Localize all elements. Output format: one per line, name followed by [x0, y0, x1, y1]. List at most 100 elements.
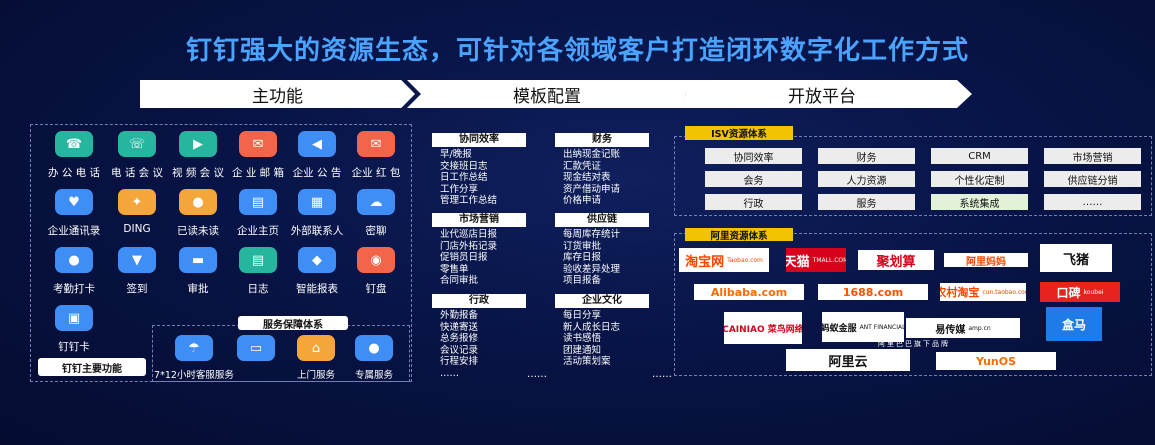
module-item[interactable]: 团建通知 — [563, 344, 602, 356]
module-item[interactable]: 订货审批 — [563, 240, 602, 252]
feature-video-call[interactable]: ▶ — [179, 131, 217, 157]
brand-logo[interactable]: 盒马 — [1046, 307, 1102, 341]
isv-cell[interactable]: 服务 — [818, 194, 915, 210]
module-item[interactable]: 行程安排 — [440, 356, 479, 367]
feature-checkin[interactable]: ▼ — [118, 247, 156, 273]
module-item[interactable]: 促销员日报 — [440, 252, 488, 263]
module-item[interactable]: 项目报备 — [563, 275, 602, 286]
brand-logo[interactable]: 1688.com — [818, 284, 928, 300]
module-item[interactable]: 活动策划案 — [563, 356, 611, 367]
module-item[interactable]: 快递寄送 — [440, 321, 479, 333]
module-item[interactable]: 管理工作总结 — [440, 195, 498, 206]
brand-logo[interactable]: YunOS — [936, 352, 1056, 370]
module-item[interactable]: 每日分享 — [563, 310, 602, 321]
feature-conference-call[interactable]: ☏ — [118, 131, 156, 157]
feature-homepage[interactable]: ▤ — [239, 189, 277, 215]
template-module[interactable]: 供应链每周库存统计订货审批库存日报验收差异处理项目报备 — [555, 213, 649, 287]
isv-cell[interactable]: 个性化定制 — [931, 171, 1028, 187]
tab-open-platform[interactable]: 开放平台 — [672, 80, 972, 108]
feature-ding-disk[interactable]: ◉ — [357, 247, 395, 273]
feature-contacts[interactable]: ♥ — [55, 189, 93, 215]
isv-cell[interactable]: 行政 — [705, 194, 802, 210]
brand-logo[interactable]: 阿里妈妈 — [944, 253, 1028, 267]
customer-service-icon: ☂ — [188, 340, 200, 356]
feature-attendance[interactable]: ● — [55, 247, 93, 273]
brand-logo[interactable]: 聚划算 — [858, 250, 934, 270]
module-item[interactable]: 合同审批 — [440, 275, 479, 286]
module-item[interactable]: 价格申请 — [563, 195, 602, 206]
module-item[interactable]: 总务报修 — [440, 333, 479, 344]
template-module[interactable]: 行政外勤报备快递寄送总务报修会议记录行程安排…… — [432, 294, 526, 379]
isv-cell[interactable]: 财务 — [818, 148, 915, 164]
module-item[interactable]: 交接班日志 — [440, 160, 488, 172]
module-item[interactable]: 工作分享 — [440, 183, 479, 195]
template-module[interactable]: 财务出纳现金记账汇款凭证现金结对表资产借动申请价格申请 — [555, 133, 649, 207]
feature-secret-chat[interactable]: ☁ — [357, 189, 395, 215]
brand-name: 盒马 — [1061, 317, 1086, 332]
service-label: 专属服务 — [354, 370, 393, 381]
brand-logo[interactable]: 飞猪 — [1040, 244, 1112, 272]
isv-cell[interactable]: 供应链分销 — [1044, 171, 1141, 187]
feature-label: 签到 — [126, 283, 148, 295]
brand-logo[interactable]: 阿里云 — [786, 349, 910, 371]
feature-mail[interactable]: ✉ — [239, 131, 277, 157]
tab-template-config[interactable]: 模板配置 — [407, 80, 687, 108]
template-module[interactable]: 市场营销业代巡店日报门店外拓记录促销员日报零售单合同审批 — [432, 213, 526, 287]
module-item[interactable]: 验收差异处理 — [563, 263, 621, 275]
service-dedicated-service[interactable]: ● — [355, 335, 393, 361]
brand-name: 天猫 — [786, 254, 810, 270]
module-item[interactable]: 资产借动申请 — [563, 183, 621, 195]
service-screen-service[interactable]: ▭ — [237, 335, 275, 361]
module-item[interactable]: 早/晚报 — [440, 149, 472, 160]
feature-log[interactable]: ▤ — [239, 247, 277, 273]
feature-label: 审批 — [187, 283, 209, 295]
module-item[interactable]: 新人成长日志 — [563, 321, 621, 333]
service-home-service[interactable]: ⌂ — [297, 335, 335, 361]
service-customer-service[interactable]: ☂ — [175, 335, 213, 361]
template-module[interactable]: 企业文化每日分享新人成长日志读书感悟团建通知活动策划案 — [555, 294, 649, 368]
feature-approval[interactable]: ▬ — [179, 247, 217, 273]
feature-announcement[interactable]: ◀ — [298, 131, 336, 157]
template-module[interactable]: 协同效率早/晚报交接班日志日工作总结工作分享管理工作总结 — [432, 133, 526, 207]
brand-logo[interactable]: CAINIAO 菜鸟网络 — [724, 312, 802, 344]
module-item[interactable]: 每周库存统计 — [563, 229, 621, 240]
isv-cell[interactable]: 市场营销 — [1044, 148, 1141, 164]
isv-cell[interactable]: 人力资源 — [818, 171, 915, 187]
tab-main-function[interactable]: 主功能 — [140, 80, 415, 108]
module-item[interactable]: 现金结对表 — [563, 172, 611, 183]
module-title: 行政 — [432, 294, 526, 308]
feature-phone[interactable]: ☎ — [55, 131, 93, 157]
feature-red-packet[interactable]: ✉ — [357, 131, 395, 157]
isv-cell[interactable]: 会务 — [705, 171, 802, 187]
module-item[interactable]: 零售单 — [440, 263, 469, 275]
module-item[interactable]: 读书感悟 — [563, 333, 602, 344]
feature-external-contact[interactable]: ▦ — [298, 189, 336, 215]
module-item[interactable]: …… — [440, 367, 459, 379]
module-item[interactable]: 会议记录 — [440, 344, 479, 356]
module-item[interactable]: 汇款凭证 — [563, 160, 602, 172]
brand-name: 阿里云 — [828, 354, 868, 370]
module-item[interactable]: 日工作总结 — [440, 172, 488, 183]
isv-cell[interactable]: 协同效率 — [705, 148, 802, 164]
feature-ding-card[interactable]: ▣ — [55, 305, 93, 331]
brand-name: Alibaba.com — [710, 285, 788, 299]
contacts-icon: ♥ — [68, 194, 80, 210]
module-item[interactable]: 外勤报备 — [440, 310, 479, 321]
brand-logo[interactable]: Alibaba.com — [694, 284, 804, 300]
module-item[interactable]: 出纳现金记账 — [563, 149, 621, 160]
isv-cell[interactable]: CRM — [931, 148, 1028, 164]
module-item[interactable]: 库存日报 — [563, 252, 602, 263]
isv-cell[interactable]: …… — [1044, 194, 1141, 210]
feature-smart-report[interactable]: ◆ — [298, 247, 336, 273]
isv-cell[interactable]: 系统集成 — [931, 194, 1028, 210]
module-item[interactable]: 门店外拓记录 — [440, 240, 498, 252]
feature-ding[interactable]: ✦ — [118, 189, 156, 215]
feature-read-status[interactable]: ● — [179, 189, 217, 215]
module-item[interactable]: 业代巡店日报 — [440, 229, 498, 240]
